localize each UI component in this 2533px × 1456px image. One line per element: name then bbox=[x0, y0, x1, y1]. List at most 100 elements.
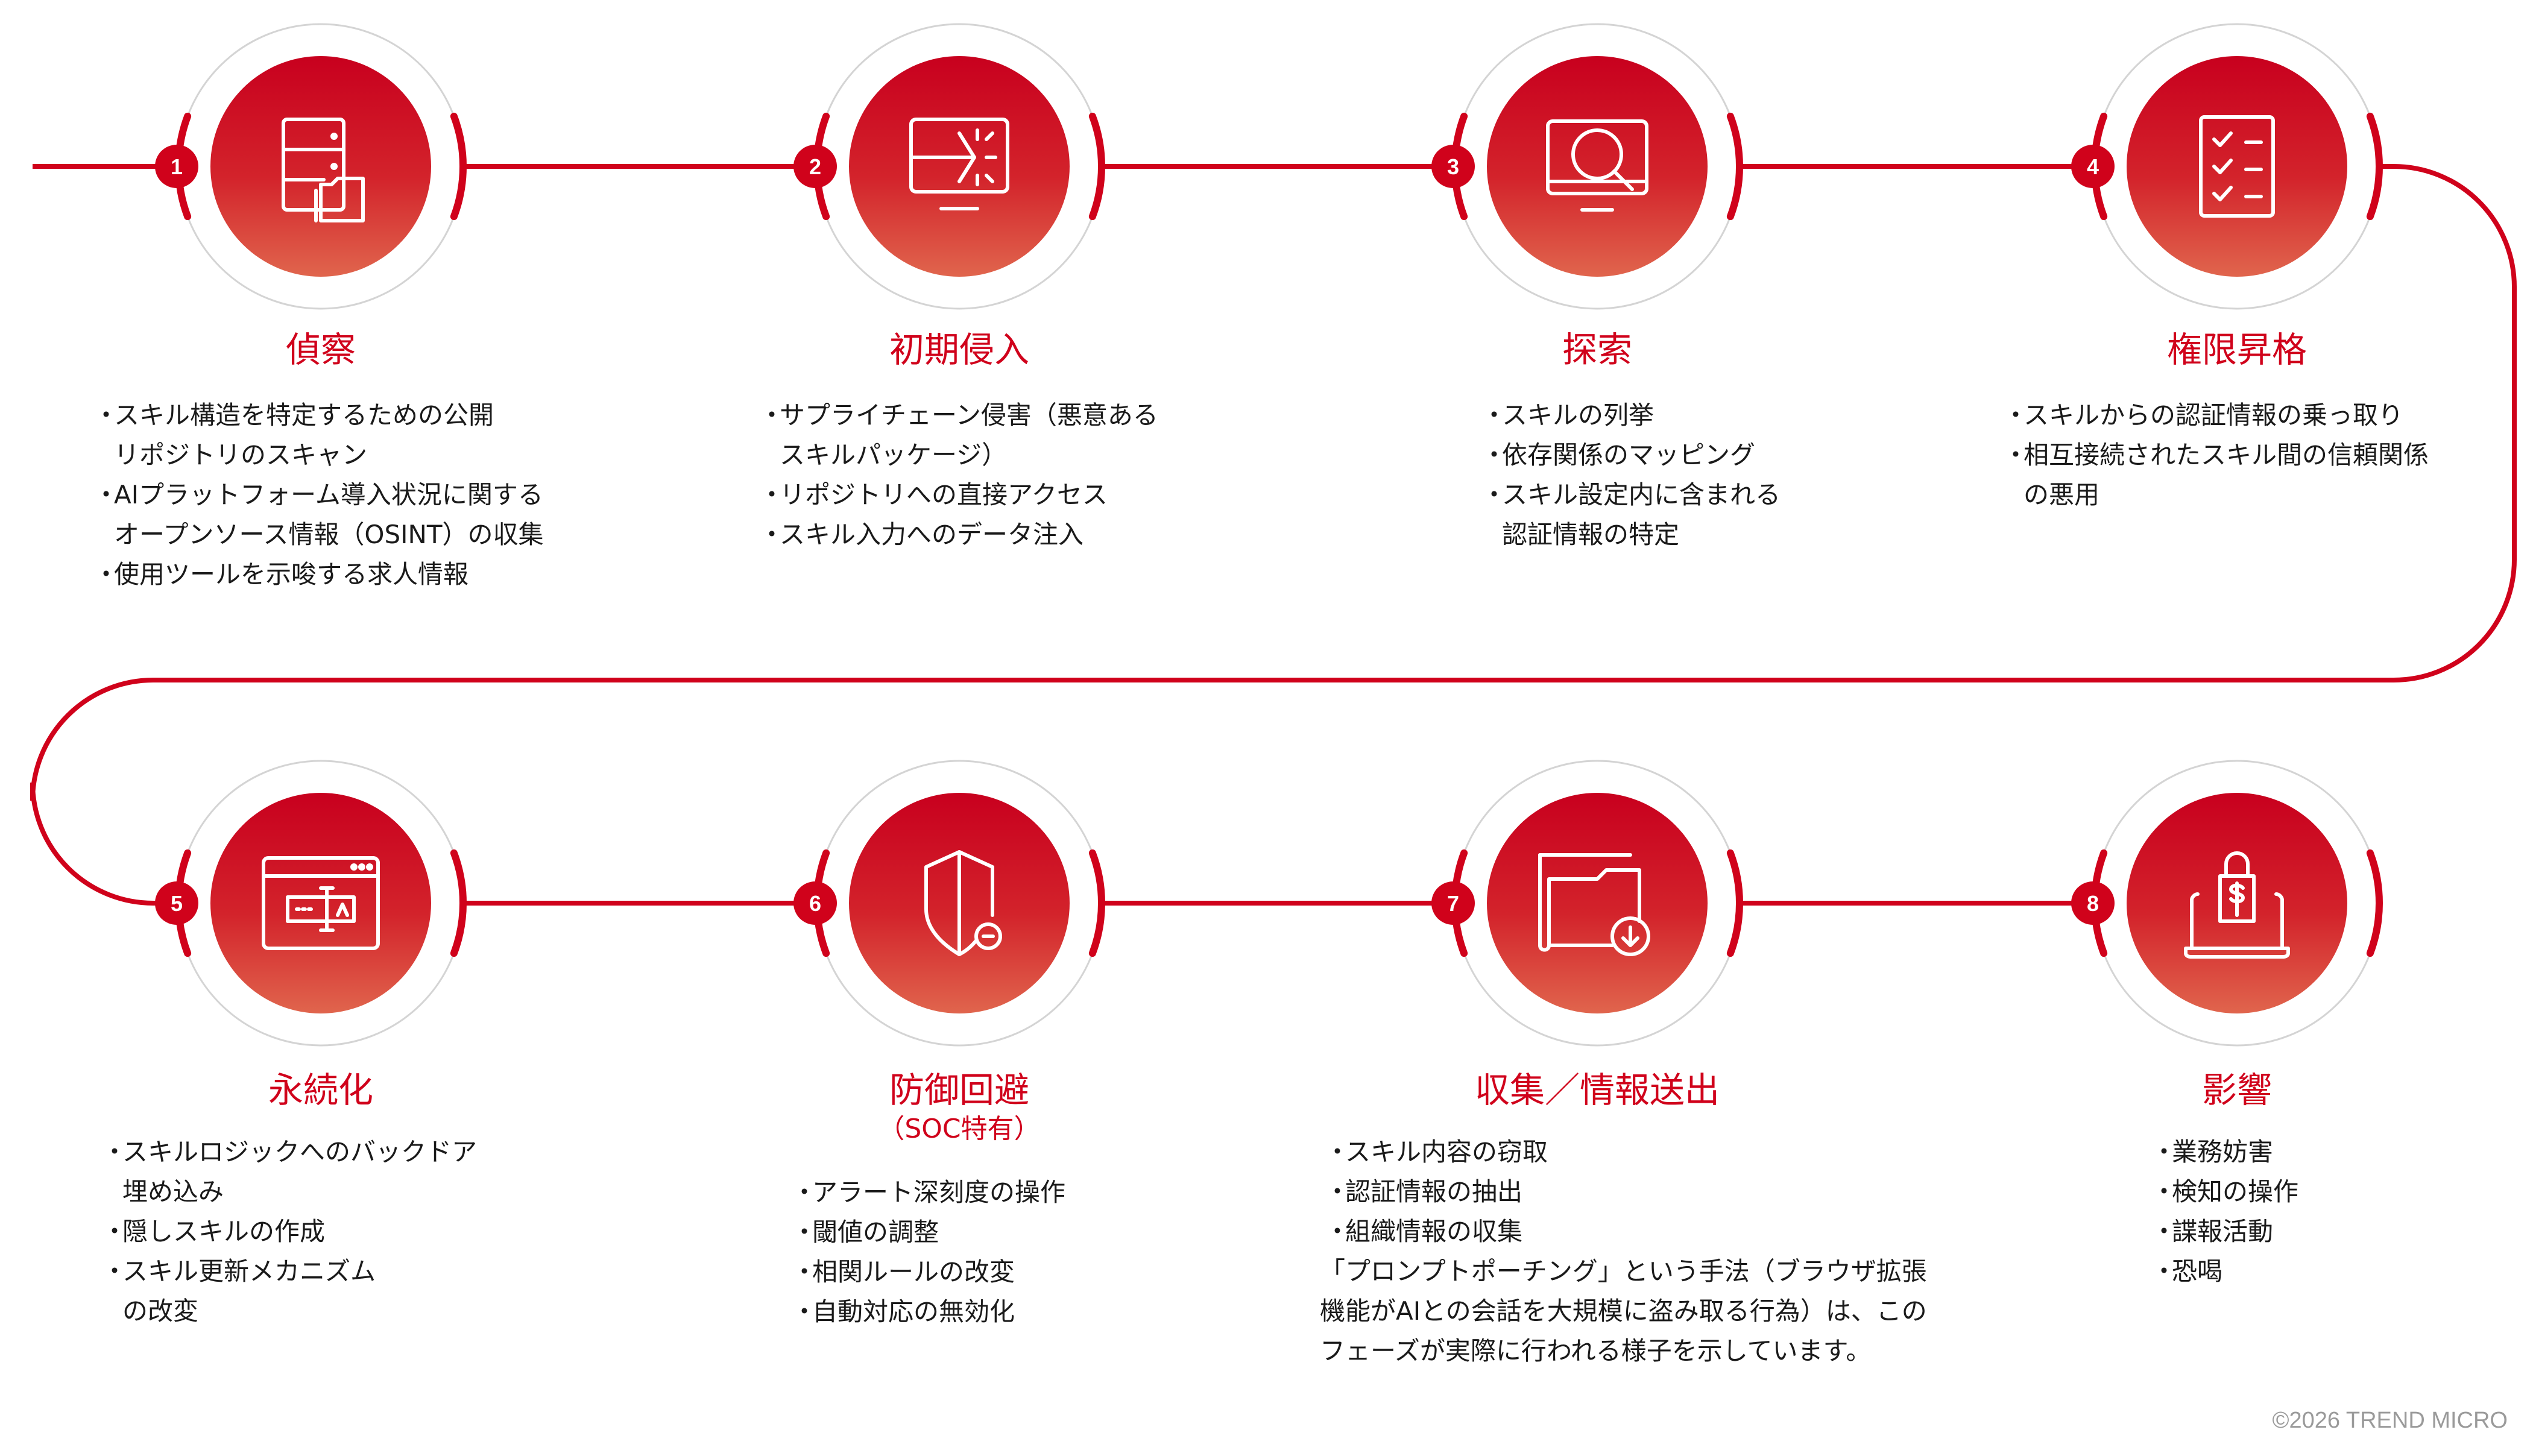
bullet-dot: ・ bbox=[2003, 440, 2029, 470]
stage-details: ・業務妨害・検知の操作・諜報活動・恐喝 bbox=[2151, 1132, 2298, 1291]
bullet-text: オープンソース情報（OSINT）の収集 bbox=[114, 520, 544, 549]
step-number: 4 bbox=[2087, 154, 2099, 179]
stage-title: 権限昇格 bbox=[1966, 329, 2508, 371]
bullet-text: の改変 bbox=[122, 1296, 199, 1326]
bullet-text: リポジトリのスキャン bbox=[114, 440, 368, 470]
stage-circle bbox=[210, 793, 431, 1013]
checklist-icon bbox=[2199, 115, 2275, 218]
stage-details: ・スキル構造を特定するための公開リポジトリのスキャン・ AIプラットフォーム導入状… bbox=[93, 396, 544, 594]
bullet-dot: ・ bbox=[1325, 1137, 1351, 1167]
bullet-text: 依存関係のマッピング bbox=[1502, 440, 1756, 470]
bullet-text: 自動対応の無効化 bbox=[812, 1297, 1015, 1326]
bullet-text: 業務妨害 bbox=[2172, 1137, 2274, 1167]
stage-title-text: 権限昇格 bbox=[2166, 329, 2307, 370]
bullet-dot: ・ bbox=[2151, 1177, 2177, 1206]
step-number: 8 bbox=[2087, 891, 2099, 916]
bullet-item: ・依存関係のマッピング bbox=[1481, 435, 1781, 475]
bullet-item: ・恐喝 bbox=[2151, 1252, 2298, 1291]
bullet-item: ・サプライチェーン侵害（悪意ある bbox=[759, 396, 1158, 435]
step-number: 6 bbox=[809, 891, 821, 916]
bullet-text: 埋め込み bbox=[122, 1177, 224, 1206]
bullet-item: ・相互接続されたスキル間の信頼関係 bbox=[2003, 435, 2429, 475]
ring-arc-right bbox=[1726, 849, 1743, 957]
step-number: 3 bbox=[1447, 154, 1459, 179]
bullet-item-continuation: オープンソース情報（OSINT）の収集 bbox=[93, 515, 544, 555]
bullet-text: 諜報活動 bbox=[2172, 1217, 2274, 1246]
bullet-item: ・自動対応の無効化 bbox=[792, 1292, 1065, 1332]
bullet-item: ・業務妨害 bbox=[2151, 1132, 2298, 1172]
bullet-text: 相互接続されたスキル間の信頼関係 bbox=[2024, 440, 2429, 470]
bullet-text: 検知の操作 bbox=[2172, 1177, 2299, 1206]
bullet-text: スキル入力へのデータ注入 bbox=[780, 520, 1084, 549]
stage-node-5: 5 bbox=[155, 760, 467, 1047]
bullet-item: ・諜報活動 bbox=[2151, 1212, 2298, 1252]
step-badge bbox=[1431, 881, 1475, 925]
stage-title-text: 永続化 bbox=[268, 1070, 373, 1111]
stage-circle bbox=[1487, 56, 1708, 277]
ring-arc-right bbox=[1726, 112, 1743, 221]
monitor-enter-icon bbox=[909, 118, 1009, 210]
bullet-item: ・スキル設定内に含まれる bbox=[1481, 475, 1781, 515]
bullet-text: 使用ツールを示唆する求人情報 bbox=[114, 559, 469, 589]
stage-node-6: 6 bbox=[793, 760, 1105, 1047]
bullet-item: ・リポジトリへの直接アクセス bbox=[759, 475, 1158, 515]
step-badge bbox=[793, 145, 837, 188]
stage-circle bbox=[2127, 56, 2347, 277]
bullet-dot: ・ bbox=[93, 559, 119, 589]
stage-title-text: 防御回避 bbox=[889, 1070, 1029, 1111]
bullet-dot: ・ bbox=[759, 400, 785, 430]
bullet-text: 隠しスキルの作成 bbox=[122, 1217, 326, 1246]
bullet-text: スキル設定内に含まれる bbox=[1502, 480, 1781, 509]
step-number: 2 bbox=[809, 154, 821, 179]
stage-title: 探索 bbox=[1326, 329, 1869, 371]
bullet-item: ・スキル構造を特定するための公開 bbox=[93, 396, 544, 435]
bullet-item-continuation: スキルパッケージ） bbox=[759, 435, 1158, 475]
bullet-item: ・認証情報の抽出 bbox=[1325, 1172, 1927, 1212]
bullet-text: スキルの列挙 bbox=[1502, 400, 1654, 430]
note-paragraph-line: 「プロンプトポーチング」という手法（ブラウザ拡張 bbox=[1320, 1256, 1927, 1286]
stage-node-4: 4 bbox=[2071, 23, 2383, 310]
stage-circle bbox=[210, 56, 431, 277]
bullet-dot: ・ bbox=[102, 1256, 128, 1286]
bullet-text: アラート深刻度の操作 bbox=[812, 1177, 1066, 1207]
bullet-item: ・組織情報の収集 bbox=[1325, 1212, 1927, 1252]
stage-title: 防御回避（SOC特有） bbox=[688, 1069, 1231, 1147]
stage-details: ・スキルロジックへのバックドア埋め込み・隠しスキルの作成・スキル更新メカニズムの… bbox=[102, 1132, 477, 1331]
bullet-item-continuation: 認証情報の特定 bbox=[1481, 515, 1781, 555]
ring-arc-right bbox=[1088, 849, 1105, 957]
stage-title: 初期侵入 bbox=[688, 329, 1231, 371]
stage-title-text: 探索 bbox=[1562, 329, 1632, 370]
laptop-lock-dollar-icon bbox=[2184, 851, 2290, 959]
bullet-dot: ・ bbox=[792, 1257, 818, 1287]
stage-circle bbox=[849, 56, 1070, 277]
server-folder-icon bbox=[282, 118, 365, 222]
bullet-text: スキル更新メカニズム bbox=[122, 1256, 376, 1286]
bullet-text: 認証情報の特定 bbox=[1502, 520, 1680, 549]
bullet-item: ・スキル内容の窃取 bbox=[1325, 1132, 1927, 1172]
bullet-text: サプライチェーン侵害（悪意ある bbox=[780, 400, 1158, 430]
bullet-text: 閾値の調整 bbox=[812, 1217, 939, 1247]
stage-title-text: 収集／情報送出 bbox=[1474, 1070, 1720, 1111]
bullet-dot: ・ bbox=[2151, 1137, 2177, 1167]
bullet-text: 恐喝 bbox=[2172, 1256, 2223, 1286]
ring-arc-right bbox=[2366, 112, 2383, 221]
bullet-text: AIプラットフォーム導入状況に関する bbox=[114, 480, 543, 509]
bullet-text: 組織情報の収集 bbox=[1345, 1217, 1523, 1246]
stage-details: ・スキルからの認証情報の乗っ取り・相互接続されたスキル間の信頼関係の悪用 bbox=[2003, 396, 2429, 515]
bullet-text: 相関ルールの改変 bbox=[812, 1257, 1015, 1287]
ring-arc-right bbox=[1088, 112, 1105, 221]
bullet-dot: ・ bbox=[792, 1177, 818, 1207]
ring-arc-right bbox=[2366, 849, 2383, 957]
bullet-dot: ・ bbox=[792, 1297, 818, 1326]
step-badge bbox=[2071, 145, 2115, 188]
note-paragraph-line: フェーズが実際に行われる様子を示しています。 bbox=[1320, 1336, 1872, 1366]
stage-title: 影響 bbox=[1966, 1069, 2508, 1111]
bullet-dot: ・ bbox=[2003, 400, 2029, 430]
stage-title: 収集／情報送出 bbox=[1326, 1069, 1869, 1111]
step-badge bbox=[1431, 145, 1475, 188]
step-badge bbox=[793, 881, 837, 925]
folder-download-icon bbox=[1538, 853, 1650, 956]
step-number: 7 bbox=[1447, 891, 1459, 916]
copyright: ©2026 TREND MICRO bbox=[2272, 1408, 2508, 1433]
